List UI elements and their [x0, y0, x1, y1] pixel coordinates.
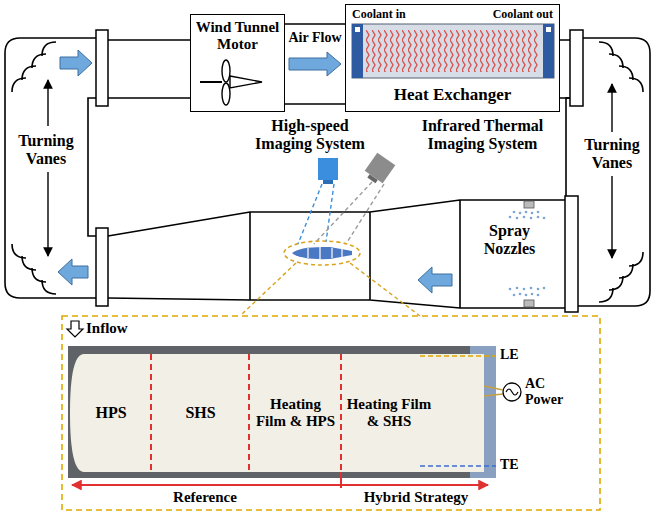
strategy-label: Reference	[145, 489, 265, 506]
region-divider	[151, 354, 341, 472]
flange	[96, 228, 108, 306]
span-arrow	[72, 484, 488, 486]
surface-region: Heating Film & HPS	[252, 354, 339, 472]
flow-arrow	[418, 267, 452, 293]
trailing-edge-line	[420, 465, 496, 467]
node-text: Coolant in	[352, 8, 406, 22]
flange	[565, 196, 578, 312]
motor-box: Wind Tunnel Motor	[190, 14, 285, 112]
edge-label: LE	[500, 347, 519, 363]
photo-background	[68, 346, 496, 478]
sight-line	[326, 184, 334, 242]
heat-exchanger-core	[352, 24, 554, 78]
inflow-arrow	[67, 321, 83, 337]
part-label: High-speed Imaging System	[245, 117, 375, 154]
spray-nozzle	[524, 201, 534, 208]
tunnel-wall	[88, 98, 96, 236]
node-text: SHS	[185, 404, 215, 422]
coolant-header	[543, 24, 554, 78]
fan-hub	[230, 76, 262, 88]
node-text: Heating Film & HPS	[254, 396, 337, 431]
flow-arrow	[58, 259, 88, 285]
tunnel-wall	[578, 38, 650, 306]
spray-droplets	[509, 211, 546, 220]
surface-region: Heating Film & SHS	[344, 354, 434, 472]
surface-region: SHS	[153, 354, 248, 472]
turning-vanes	[599, 252, 643, 302]
airfoil-photo	[70, 354, 484, 472]
zoom-leader	[350, 263, 420, 316]
part-label: Turning Vanes	[572, 136, 652, 173]
node-text: Heat Exchanger	[346, 85, 559, 105]
fan-blade	[222, 83, 230, 105]
flow-label: Inflow	[86, 320, 128, 337]
double-arrow	[47, 80, 48, 126]
duct-wall	[108, 24, 570, 104]
sight-line	[346, 184, 384, 244]
duct-wall	[108, 200, 565, 308]
node-text: Wind Tunnel Motor	[193, 19, 282, 54]
turning-vanes	[599, 42, 643, 92]
tunnel-wall	[566, 98, 570, 196]
coolant-port	[355, 27, 360, 32]
model-highlight	[284, 241, 360, 265]
coolant-port	[546, 27, 551, 32]
coolant-header	[352, 24, 363, 78]
sight-line	[314, 182, 372, 244]
surface-region: HPS	[72, 354, 150, 472]
heat-exchanger-box: Heat Exchanger Coolant in Coolant out	[345, 4, 560, 112]
power-wire	[484, 386, 503, 396]
airfoil-stripe	[308, 247, 342, 259]
turning-vanes	[12, 42, 56, 92]
inset-frame	[62, 316, 600, 510]
node-text: HPS	[95, 404, 126, 422]
camera-lens	[323, 180, 333, 184]
sight-line	[298, 184, 322, 244]
node-text: Coolant out	[493, 8, 553, 22]
power-label: AC Power	[525, 376, 575, 408]
double-arrow	[47, 172, 48, 256]
spray-nozzle	[524, 300, 534, 307]
flow-arrow	[60, 50, 92, 76]
spray-droplets	[509, 287, 546, 297]
double-arrow	[611, 176, 612, 258]
flange	[96, 30, 108, 106]
high-speed-camera	[318, 158, 338, 180]
edge-label: Air Flow	[287, 30, 342, 46]
part-label: Turning Vanes	[6, 132, 86, 169]
part-label: Spray Nozzles	[462, 222, 557, 259]
heat-exchanger-coil	[366, 30, 540, 72]
sine-wave	[506, 389, 518, 395]
node-text: Heating Film & SHS	[346, 396, 432, 431]
airfoil-model	[292, 247, 352, 259]
zoom-leader	[240, 263, 296, 316]
infrared-camera	[362, 153, 395, 187]
turning-vanes	[12, 244, 56, 294]
tunnel-wall	[5, 38, 96, 298]
strategy-label: Hybrid Strategy	[341, 489, 491, 506]
motor-shaft	[200, 81, 222, 83]
double-arrow	[611, 84, 612, 132]
ac-source	[503, 383, 521, 401]
edge-label: TE	[500, 457, 519, 473]
leading-edge-line	[420, 355, 496, 357]
part-label: Infrared Thermal Imaging System	[400, 117, 565, 154]
flange	[570, 30, 583, 106]
flow-arrow	[289, 52, 341, 76]
fan-blade	[222, 60, 230, 82]
